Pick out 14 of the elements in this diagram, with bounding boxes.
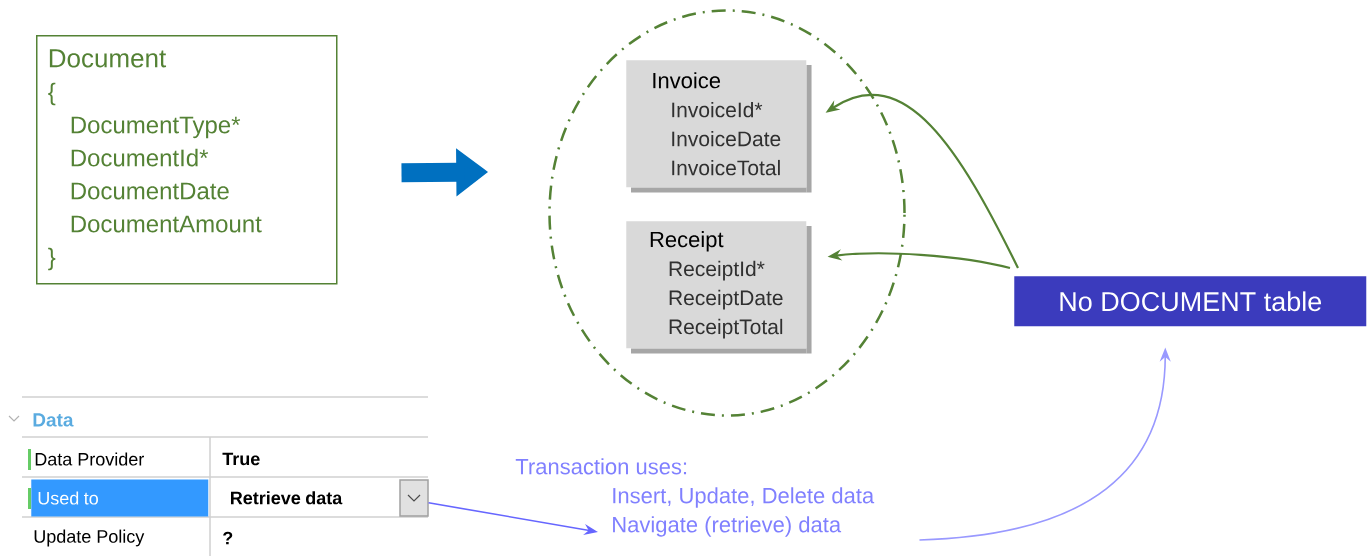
table-box: Receipt ReceiptId* ReceiptDate ReceiptTotal (626, 221, 812, 354)
property-value: ? (223, 531, 233, 545)
node-label: Retrieve data (230, 491, 343, 505)
section-heading: Data (33, 413, 74, 427)
dash-dot-ellipse (548, 9, 906, 417)
dropdown-field: Retrieve data (231, 479, 429, 517)
property-name: Data Provider (35, 452, 144, 466)
property-value: True (222, 452, 260, 466)
entity-box: Document { DocumentType* DocumentId* DocumentDate DocumentAmount } (36, 35, 338, 285)
property-name: Update Policy (34, 529, 145, 547)
table-box: Invoice InvoiceId* InvoiceDate InvoiceTotal (626, 60, 812, 193)
banner-box: No DOCUMENT table (1014, 276, 1367, 327)
note-text: Transaction uses: Insert, Update, Delete data Navigate (retrieve) data (515, 458, 875, 537)
selected-row: Used to (31, 479, 209, 517)
